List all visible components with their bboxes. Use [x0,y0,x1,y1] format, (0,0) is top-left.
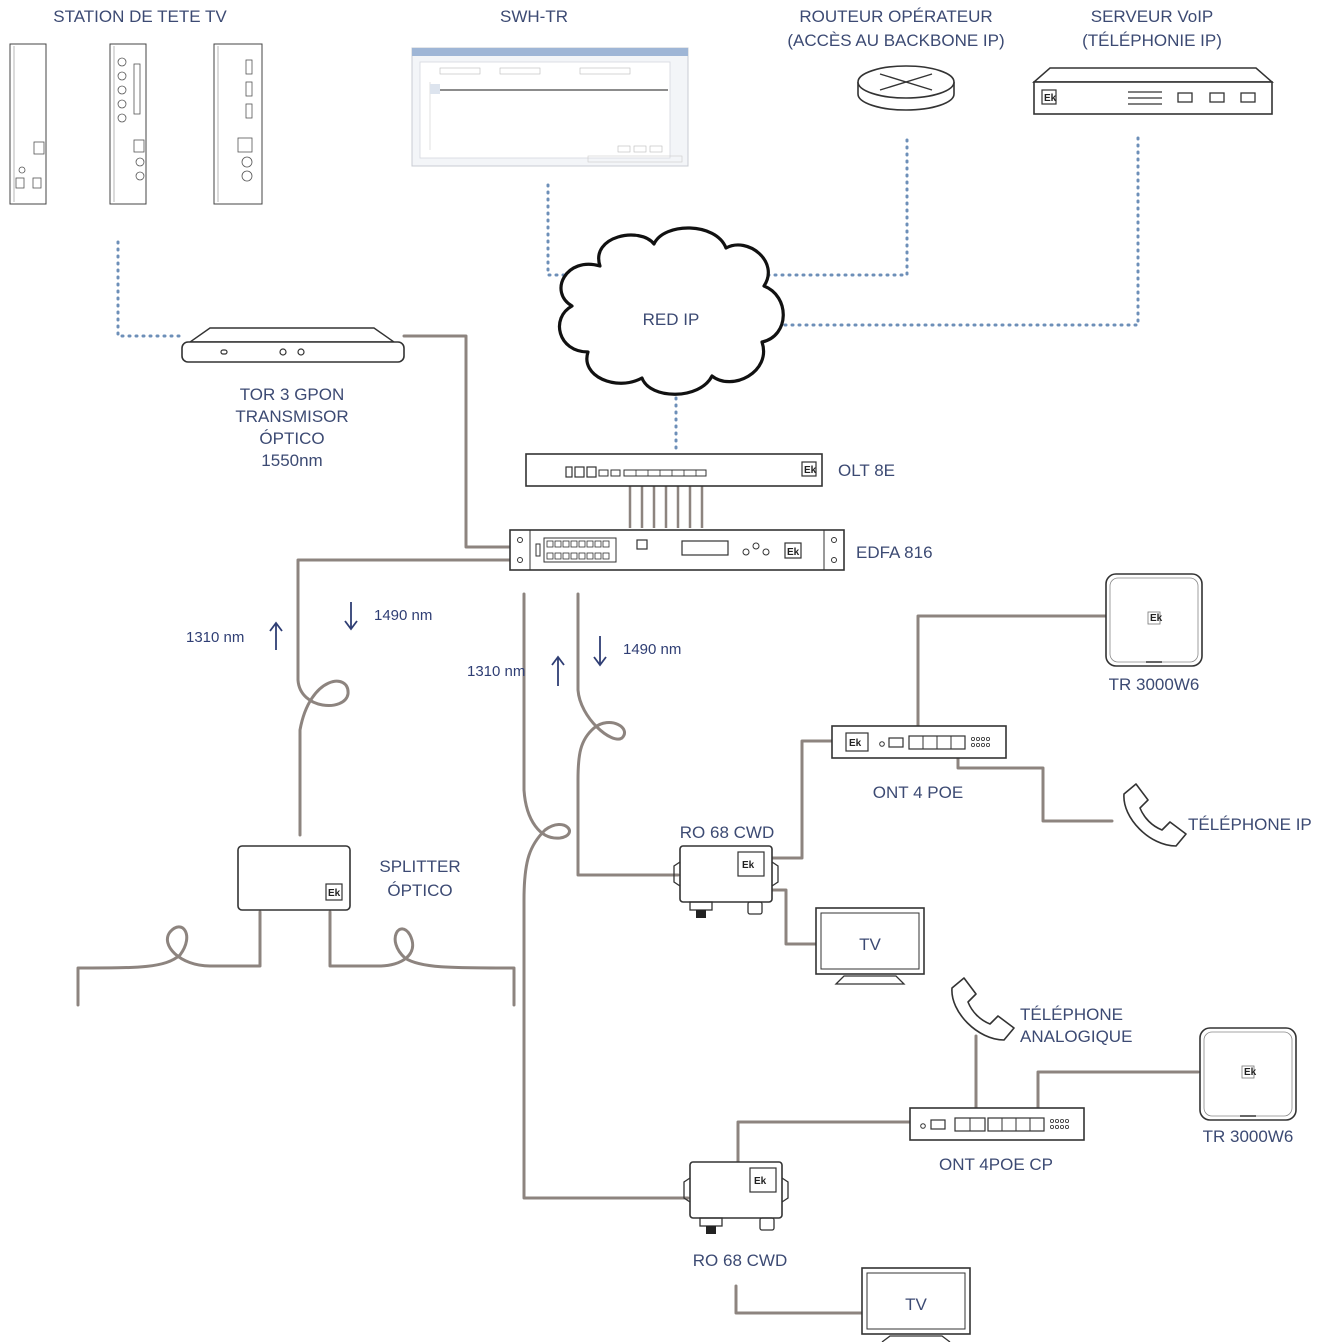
tv-1: TV [815,907,925,985]
ont4poe-label: ONT 4 POE [873,783,963,802]
fiber-ro68-2-tv [734,1284,864,1315]
olt-8e: Ek OLT 8E [525,453,895,487]
ro68-cwd-1: RO 68 CWD Ek [673,823,779,918]
red-ip-cloud: RED IP [557,226,785,396]
ip-link-swh-cloud [546,183,574,277]
ro68-1-label: RO 68 CWD [680,823,774,842]
fiber-ont-tr3000-1 [916,614,1108,736]
tv-2: TV [861,1267,971,1342]
voip-label-1: SERVEUR VoIP [1091,7,1214,26]
router-label-1: ROUTEUR OPÉRATEUR [799,7,992,26]
red-ip-label: RED IP [643,310,700,329]
fiber-ro68-1-ont [770,739,834,860]
wavelength-down-left: 1490 nm [374,607,432,624]
tr3000-1-label: TR 3000W6 [1109,675,1200,694]
ip-link-voip-cloud [773,136,1140,327]
tor-label-3: ÓPTICO [259,429,324,448]
tor-device-icon [181,341,405,363]
ont4poecp-label: ONT 4POE CP [939,1155,1053,1174]
tr3000w6-1: Ek TR 3000W6 [1105,573,1203,694]
wavelength-down-mid: 1490 nm [623,641,681,658]
svg-text:Ek: Ek [1244,1067,1257,1078]
wavelength-up-left: 1310 nm [186,629,244,646]
arrow-up-icon [551,655,565,686]
router-label-2: (ACCÈS AU BACKBONE IP) [787,31,1004,50]
voip-server: SERVEUR VoIP (TÉLÉPHONIE IP) Ek [1032,7,1274,115]
headend-station: STATION DE TETE TV [9,7,263,205]
headend-module-1 [9,43,47,205]
svg-text:Ek: Ek [1044,93,1057,104]
ont-device-icon [831,725,1007,759]
phone-icon [951,977,1015,1041]
olt-label: OLT 8E [838,461,895,480]
cloud-icon [557,226,785,396]
arrow-down-icon [593,636,607,667]
ip-link-router-cloud [743,138,909,277]
splitter-label-1: SPLITTER [379,857,460,876]
fiber-ontcp-ro68-2 [736,1120,912,1164]
tr3000w6-2: Ek TR 3000W6 [1199,1027,1297,1146]
optical-splitter: Ek SPLITTER ÓPTICO [237,845,461,911]
telephone-analog: TÉLÉPHONE ANALOGIQUE [951,977,1132,1046]
fiber-edfa-splitter [296,558,514,837]
telephone-ip: TÉLÉPHONE IP [1123,783,1312,847]
tor-label-4: 1550nm [261,451,322,470]
fiber-edfa-ro68-2 [522,592,690,1200]
splitter-label-2: ÓPTICO [387,881,452,900]
ont-device-icon [909,1107,1085,1141]
ro68-2-label: RO 68 CWD [693,1251,787,1270]
fiber-ontcp-tr3000-2 [1036,1070,1200,1117]
tv-1-label: TV [859,935,881,954]
tv-icon [861,1267,971,1335]
splitter-device-icon [237,845,351,911]
ro68-device-icon [679,845,773,903]
wavelength-up-mid: 1310 nm [467,663,525,680]
svg-text:Ek: Ek [328,888,341,899]
telephone-analog-label-1: TÉLÉPHONE [1020,1005,1123,1024]
edfa-816: Ek EDFA 816 [509,529,933,571]
svg-text:Ek: Ek [804,465,817,476]
swh-tr-title: SWH-TR [500,7,568,26]
svg-text:Ek: Ek [742,860,755,871]
svg-text:Ek: Ek [849,738,862,749]
tor-label-2: TRANSMISOR [235,407,348,426]
fiber-ont-telip [956,746,1114,823]
telephone-ip-label: TÉLÉPHONE IP [1188,815,1312,834]
fiber-ro68-1-tv [770,888,818,946]
arrow-up-icon [269,621,283,650]
headend-module-3 [213,43,263,205]
headend-module-2 [109,43,147,205]
tv-icon [815,907,925,975]
telephone-analog-label-2: ANALOGIQUE [1020,1027,1132,1046]
wifi-ap-icon [1199,1027,1297,1121]
svg-text:Ek: Ek [754,1176,767,1187]
ip-link-station-tor [116,240,182,338]
svg-text:Ek: Ek [787,547,800,558]
ro68-cwd-2: Ek RO 68 CWD [683,1161,789,1270]
edfa-label: EDFA 816 [856,543,933,562]
station-title: STATION DE TETE TV [53,7,227,26]
fiber-tor-edfa [402,334,514,549]
voip-label-2: (TÉLÉPHONIE IP) [1082,31,1222,50]
fiber-splitter-left [76,910,262,1007]
tor-label-1: TOR 3 GPON [240,385,345,404]
arrow-down-icon [344,602,358,631]
tr3000-2-label: TR 3000W6 [1203,1127,1294,1146]
ont-4-poe: Ek ONT 4 POE [831,725,1007,802]
wavelength-markers: 1310 nm 1490 nm 1310 nm 1490 nm [186,602,681,686]
tor3-gpon: TOR 3 GPON TRANSMISOR ÓPTICO 1550nm [181,327,405,470]
ont-4poe-cp: ONT 4POE CP [909,1107,1085,1174]
edfa-device-icon [509,529,845,571]
swh-tr: SWH-TR [411,7,689,167]
ro68-device-icon [689,1161,783,1219]
fiber-splitter-right [328,910,516,1007]
tv-2-label: TV [905,1295,927,1314]
router-operator: ROUTEUR OPÉRATEUR (ACCÈS AU BACKBONE IP) [787,7,1005,111]
phone-icon [1123,783,1187,847]
svg-text:Ek: Ek [1150,613,1163,624]
wifi-ap-icon [1105,573,1203,667]
fiber-edfa-ro68-1 [576,592,680,877]
